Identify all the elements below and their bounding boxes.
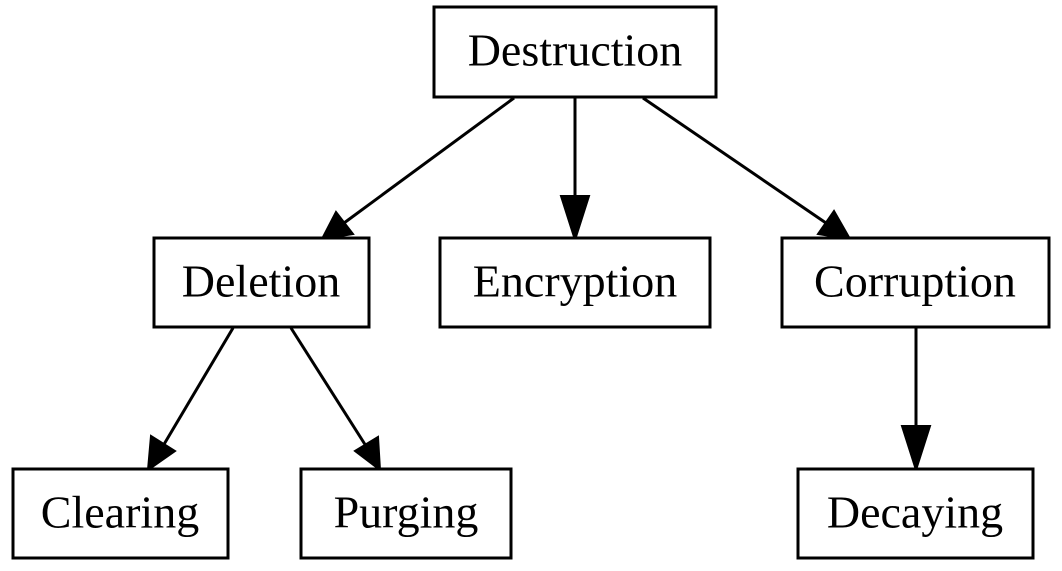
node-corruption: Corruption [780, 236, 1051, 329]
node-destruction: Destruction [432, 5, 718, 99]
edge-destruction-encryption [559, 98, 591, 244]
edge-destruction-corruption [642, 96, 852, 241]
node-label-corruption: Corruption [814, 256, 1016, 307]
node-label-destruction: Destruction [468, 25, 683, 76]
node-clearing: Clearing [11, 467, 230, 560]
node-label-deletion: Deletion [182, 256, 340, 307]
node-label-encryption: Encryption [473, 256, 677, 307]
node-label-decaying: Decaying [827, 487, 1003, 538]
edge-deletion-clearing [146, 327, 235, 473]
node-label-purging: Purging [334, 487, 479, 538]
node-deletion: Deletion [152, 236, 371, 329]
edge-corruption-decaying [900, 328, 932, 474]
node-purging: Purging [299, 467, 513, 560]
node-encryption: Encryption [438, 236, 712, 329]
node-decaying: Decaying [796, 467, 1035, 560]
edge-destruction-deletion [320, 96, 515, 241]
node-label-clearing: Clearing [41, 487, 199, 538]
edge-deletion-purging [289, 327, 382, 473]
